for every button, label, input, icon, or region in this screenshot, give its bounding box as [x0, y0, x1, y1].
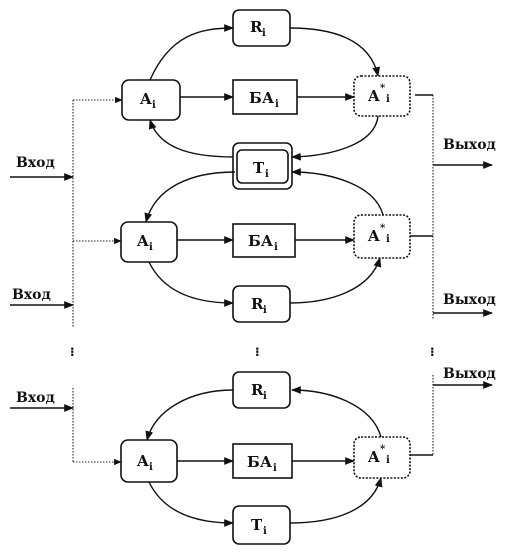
block-ba-2: БА i [232, 223, 296, 258]
block-a-2: A i [120, 221, 178, 263]
block-r-2-label: R [251, 295, 264, 313]
input-label-3: Вход [16, 390, 55, 406]
block-t-3-index: i [263, 526, 267, 537]
output-label-2: Выход [443, 292, 496, 308]
block-a-3-index: i [149, 462, 153, 473]
block-a-star-1-mark: * [380, 83, 386, 94]
ellipsis-left: ⁝ [70, 345, 75, 359]
output-label-1: Выход [443, 137, 496, 153]
output-bus [410, 94, 493, 456]
channel-group-1: A i БА i A * i R i [73, 9, 411, 161]
block-r-3-index: i [263, 391, 267, 402]
channel-group-2: A i БА i A * i R i [73, 168, 411, 323]
output-label-3: Выход [443, 366, 496, 382]
block-ba-1-label: БА [249, 89, 275, 107]
block-a-star-2-mark: * [380, 223, 386, 234]
input-bus [10, 100, 74, 462]
block-a-1-index: i [152, 100, 156, 111]
block-r-1-index: i [262, 28, 266, 39]
block-t-shared-label: T [253, 159, 265, 177]
block-a-star-1-index: i [386, 94, 390, 105]
block-r-3-label: R [251, 381, 264, 399]
block-a-star-3: A * i [353, 436, 411, 479]
block-a-star-2-index: i [386, 234, 390, 245]
block-ba-1: БА i [232, 79, 298, 115]
block-r-2: R i [232, 285, 291, 323]
block-ba-1-index: i [275, 99, 279, 110]
block-r-2-index: i [263, 305, 267, 316]
input-label-2: Вход [12, 287, 51, 303]
block-a-star-2: A * i [353, 214, 411, 259]
channel-group-3: A i БА i A * i R i T i [73, 371, 411, 545]
block-r-1-label: R [250, 18, 263, 36]
block-a-3: A i [120, 439, 178, 483]
block-a-2-index: i [149, 242, 153, 253]
block-a-star-2-label: A [367, 227, 380, 245]
block-a-1: A i [121, 79, 181, 121]
block-t-shared: T i [232, 142, 293, 190]
block-a-star-1: A * i [353, 75, 411, 117]
block-t-3: T i [232, 505, 291, 545]
block-t-shared-index: i [265, 169, 269, 180]
ellipsis-middle: ⁝ [255, 345, 260, 359]
ellipsis-right: ⁝ [430, 345, 435, 359]
block-r-1: R i [232, 9, 291, 47]
block-a-star-3-label: A [367, 448, 380, 466]
block-ba-2-label: БА [248, 232, 274, 250]
block-a-star-1-label: A [367, 87, 380, 105]
block-a-3-label: A [136, 452, 149, 470]
block-t-3-label: T [251, 516, 263, 534]
block-a-star-3-index: i [386, 455, 390, 466]
block-ba-3-index: i [273, 463, 277, 474]
block-a-star-3-mark: * [380, 444, 386, 455]
block-a-2-label: A [136, 232, 149, 250]
block-ba-3: БА i [232, 443, 293, 479]
input-label-1: Вход [16, 155, 55, 171]
block-ba-3-label: БА [247, 453, 273, 471]
block-ba-2-index: i [274, 242, 278, 253]
block-r-3: R i [232, 371, 291, 409]
block-a-1-label: A [139, 90, 152, 108]
